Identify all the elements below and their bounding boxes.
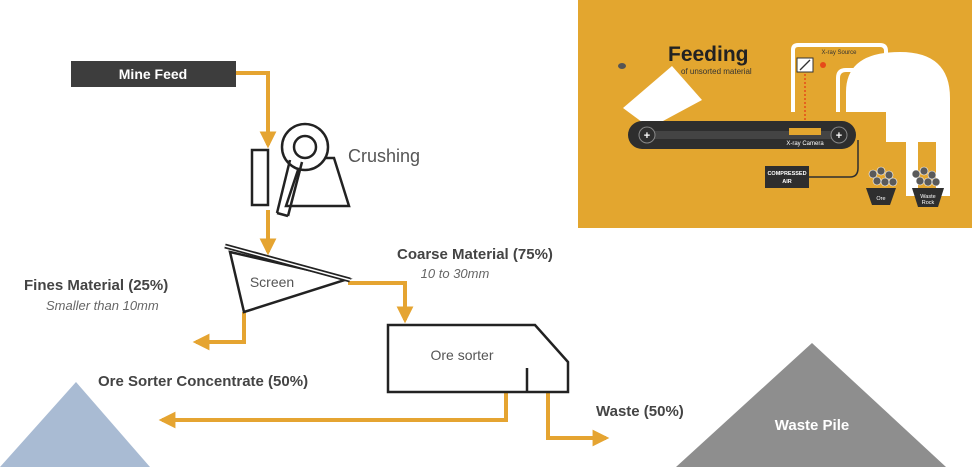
coarse-to-sorter-arrow bbox=[348, 281, 414, 324]
compressed-air-label-2: AIR bbox=[782, 179, 792, 185]
air-line bbox=[809, 140, 859, 178]
waste-pile bbox=[676, 343, 946, 467]
mine-feed-node: Mine Feed bbox=[71, 61, 236, 87]
xray-camera bbox=[789, 128, 821, 135]
ore-sorter-body bbox=[386, 323, 570, 394]
xray-emitter-icon bbox=[820, 62, 826, 68]
sorted-rocks bbox=[868, 166, 941, 187]
xray-source-housing bbox=[791, 43, 888, 112]
crusher-icon bbox=[250, 122, 351, 218]
rock-icon bbox=[618, 63, 626, 69]
concentrate-title: Ore Sorter Concentrate (50%) bbox=[98, 373, 308, 390]
svg-text:+: + bbox=[644, 130, 650, 142]
xray-camera-label: X-ray Camera bbox=[786, 141, 824, 147]
conveyor-roller-left bbox=[638, 126, 656, 144]
separation-hood bbox=[846, 52, 950, 196]
mine-feed-label: Mine Feed bbox=[119, 66, 187, 82]
ore-sorter-node: Ore sorter bbox=[386, 323, 570, 394]
waste-output-arrow bbox=[546, 392, 610, 447]
waste-pile-label: Waste Pile bbox=[775, 417, 849, 434]
screen-label: Screen bbox=[250, 274, 294, 290]
concentrate-pile bbox=[0, 382, 150, 467]
crushing-label: Crushing bbox=[348, 146, 420, 166]
xray-source-label: X-ray Source bbox=[821, 50, 857, 56]
waste-output-arrow-icon bbox=[912, 188, 944, 207]
coarse-title: Coarse Material (75%) bbox=[397, 246, 553, 263]
feed-chute bbox=[623, 66, 702, 128]
ore-output-arrow bbox=[866, 188, 896, 205]
xray-sorter-inset: Feeding of unsorted material X-ray Sourc… bbox=[578, 0, 972, 228]
conveyor-roller-right bbox=[830, 126, 848, 144]
svg-text:+: + bbox=[836, 130, 842, 142]
compressed-air-label-1: COMPRESSED bbox=[767, 171, 806, 177]
mine-feed-box bbox=[71, 61, 236, 87]
waste-output-label-2: Rock bbox=[922, 200, 935, 206]
ore-sorter-label: Ore sorter bbox=[430, 347, 493, 363]
screen-node: Screen bbox=[224, 243, 353, 314]
waste-title: Waste (50%) bbox=[596, 403, 684, 420]
concentrate-output-arrow bbox=[158, 392, 508, 429]
coarse-subtitle: 10 to 30mm bbox=[421, 266, 490, 281]
inset-subtitle: of unsorted material bbox=[681, 67, 752, 76]
fines-subtitle: Smaller than 10mm bbox=[46, 298, 159, 313]
compressed-air-unit bbox=[765, 166, 809, 188]
fines-output-arrow bbox=[192, 312, 246, 351]
inset-title: Feeding bbox=[668, 43, 749, 66]
ore-output-label: Ore bbox=[876, 196, 885, 202]
waste-output-label-1: Waste bbox=[920, 194, 935, 200]
mine-feed-to-crusher-arrow bbox=[236, 71, 277, 149]
fines-title: Fines Material (25%) bbox=[24, 277, 168, 294]
